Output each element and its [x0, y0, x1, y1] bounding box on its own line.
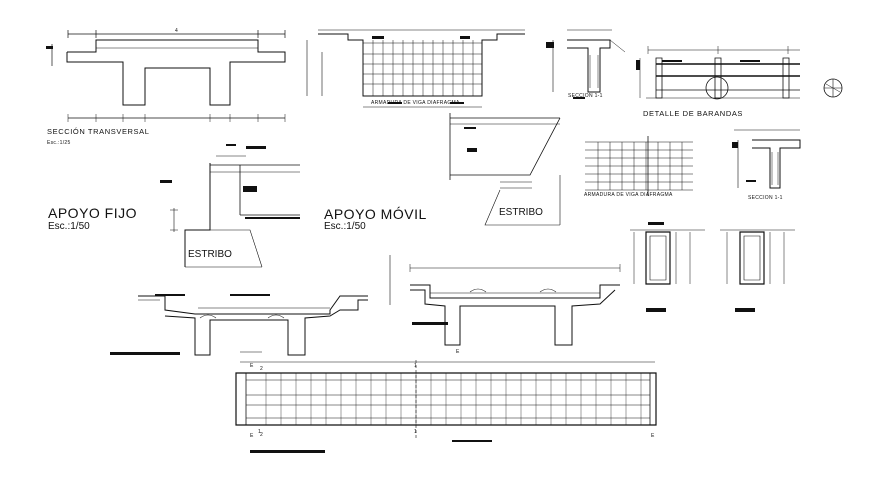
- seccion-1-1-right-title: SECCION 1-1: [748, 195, 783, 201]
- column-sections-drawing: [630, 222, 795, 312]
- beam-elevation-drawing: [236, 352, 656, 453]
- apoyo-fijo-title: APOYO FIJO: [48, 205, 138, 221]
- seccion-1-1-top-drawing: [546, 30, 625, 99]
- detalle-barandas-title: DETALLE DE BARANDAS: [643, 109, 744, 118]
- seccion-transversal-title: SECCIÓN TRANSVERSAL: [47, 127, 150, 136]
- deck-section-right-drawing: [390, 255, 620, 345]
- armadura-viga-diafragma-mid-drawing: [585, 136, 693, 196]
- deck-section-left-drawing: [110, 294, 368, 355]
- apoyo-fijo-scale: Esc.:1/50: [48, 221, 90, 232]
- armadura-viga-diafragma-mid-title: ARMADURA DE VIGA DIAFRAGMA: [584, 192, 673, 198]
- axis-e-label: E: [250, 363, 254, 369]
- apoyo-fijo-drawing: [160, 144, 300, 267]
- armadura-viga-diafragma-top-title: ARMADURA DE VIGA DIAFRAGMA: [371, 100, 460, 106]
- axis-1-label: 1: [414, 363, 418, 369]
- axis-1-label: 1: [258, 429, 262, 435]
- seccion-1-1-top-title: SECCION 1-1: [568, 93, 603, 99]
- detalle-barandas-drawing: [636, 46, 800, 99]
- dimension-label: 4: [175, 28, 179, 34]
- seccion-1-1-right-drawing: [732, 130, 800, 188]
- apoyo-movil-drawing: [450, 113, 560, 225]
- axis-2-label: 2: [260, 366, 264, 372]
- apoyo-movil-scale: Esc.:1/50: [324, 221, 366, 232]
- axis-2-label: 2: [260, 432, 264, 438]
- armadura-viga-diafragma-top-drawing: [307, 30, 525, 107]
- north-symbol-icon: [824, 79, 842, 97]
- axis-1-label: 1: [414, 429, 418, 435]
- estribo-right-label: ESTRIBO: [499, 207, 543, 218]
- apoyo-movil-title: APOYO MÓVIL: [324, 206, 427, 222]
- seccion-transversal-scale: Esc.:1/25: [47, 140, 71, 146]
- axis-e-label: E: [250, 433, 254, 439]
- axis-e-label: E: [456, 349, 460, 355]
- seccion-transversal-drawing: [46, 30, 285, 122]
- axis-e-label: E: [651, 433, 655, 439]
- estribo-left-label: ESTRIBO: [188, 249, 232, 260]
